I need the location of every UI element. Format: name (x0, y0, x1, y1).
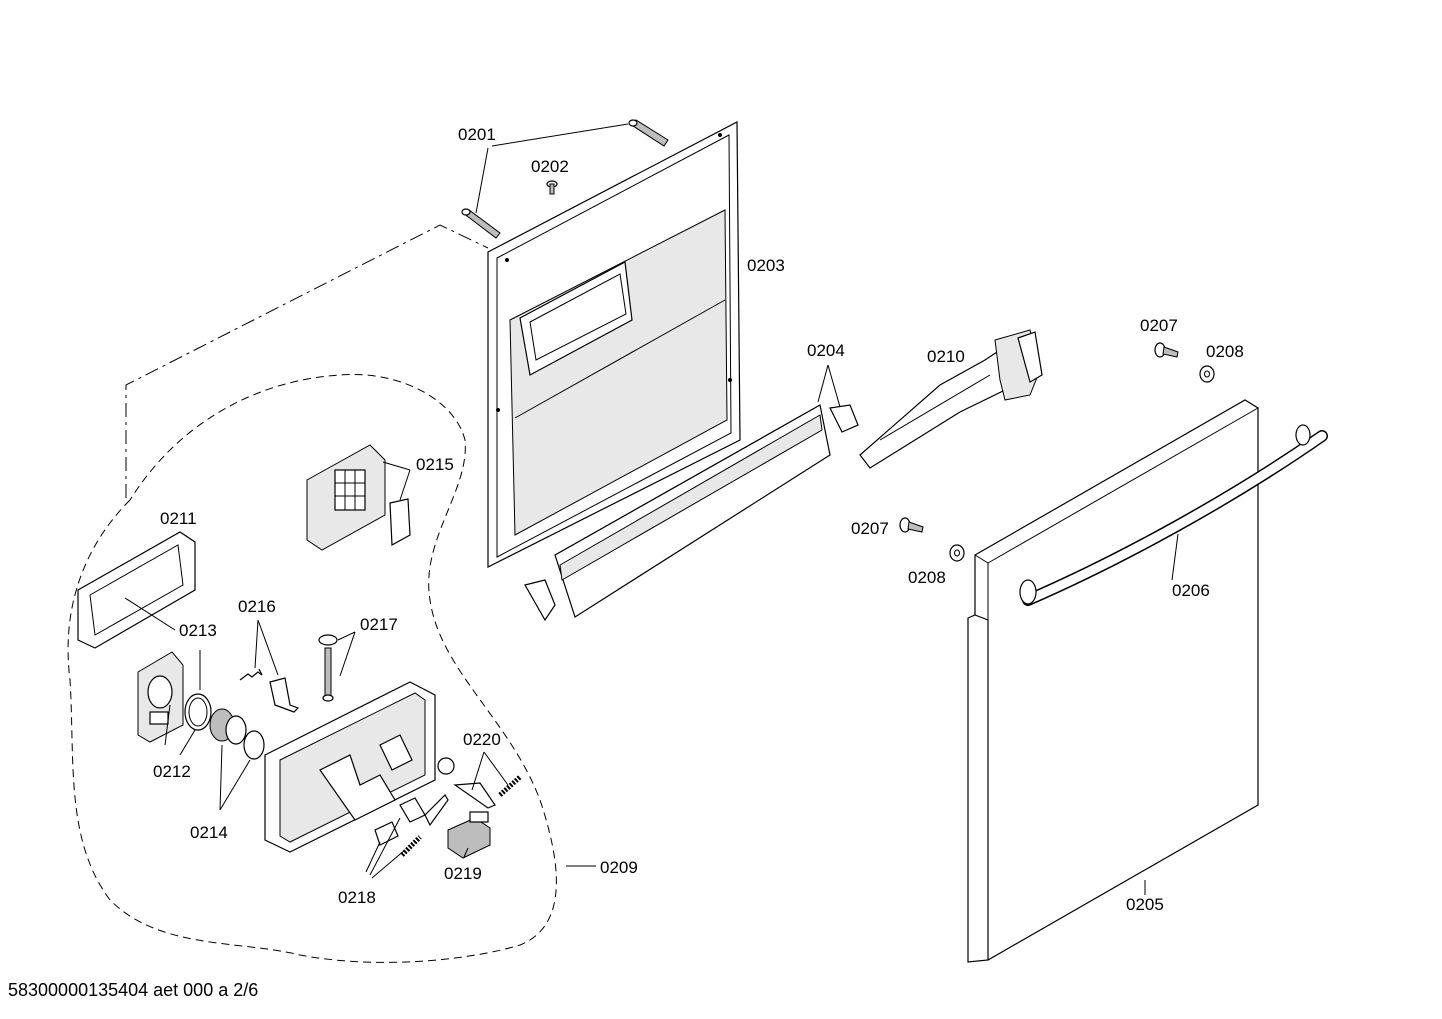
part-label-0218: 0218 (338, 888, 376, 907)
part-label-0201: 0201 (458, 125, 496, 144)
outer-door-panel (967, 399, 1259, 963)
actuator-parts (437, 757, 522, 809)
vent-cover (306, 444, 411, 551)
part-label-0205: 0205 (1126, 895, 1164, 914)
seal-frame (77, 531, 196, 649)
mounting-screw (461, 119, 669, 239)
inner-door-panel (487, 121, 741, 568)
part-label-0208-top: 0208 (1206, 342, 1244, 361)
hinge-bracket (859, 329, 1043, 469)
lever-with-spring (239, 668, 300, 713)
small-screw (546, 180, 558, 195)
part-label-0217: 0217 (360, 615, 398, 634)
part-label-0207-top: 0207 (1140, 316, 1178, 335)
part-label-0219: 0219 (444, 864, 482, 883)
part-label-0203: 0203 (747, 256, 785, 275)
rinse-aid-cap (209, 708, 265, 760)
latch-parts (374, 794, 449, 857)
part-label-0214: 0214 (190, 823, 228, 842)
release-pin (318, 634, 338, 702)
dispenser-cover (137, 651, 184, 743)
hinge-screw (899, 342, 1179, 533)
document-code: 58300000135404 aet 000 a 2/6 (8, 980, 259, 1000)
part-label-0213: 0213 (179, 621, 217, 640)
part-label-0204: 0204 (807, 341, 845, 360)
part-label-0215: 0215 (416, 455, 454, 474)
part-label-0207-bottom: 0207 (851, 519, 889, 538)
washer (949, 365, 1215, 562)
leader-lines (164, 533, 1179, 895)
door-handle-bar (1019, 424, 1328, 606)
part-label-0209: 0209 (600, 858, 638, 877)
alignment-guide-line (125, 224, 489, 498)
part-label-0212: 0212 (153, 762, 191, 781)
dispenser-group-outline (67, 373, 557, 963)
part-label-0220: 0220 (463, 730, 501, 749)
bottom-trim-strip (524, 404, 859, 622)
part-label-0208-bottom: 0208 (908, 568, 946, 587)
part-label-0202: 0202 (531, 157, 569, 176)
dispenser-housing (264, 681, 436, 853)
switch-block (447, 811, 491, 859)
part-label-0211: 0211 (160, 509, 197, 528)
part-label-0206: 0206 (1172, 581, 1210, 600)
part-label-0216: 0216 (238, 597, 276, 616)
part-label-0210: 0210 (927, 347, 965, 366)
